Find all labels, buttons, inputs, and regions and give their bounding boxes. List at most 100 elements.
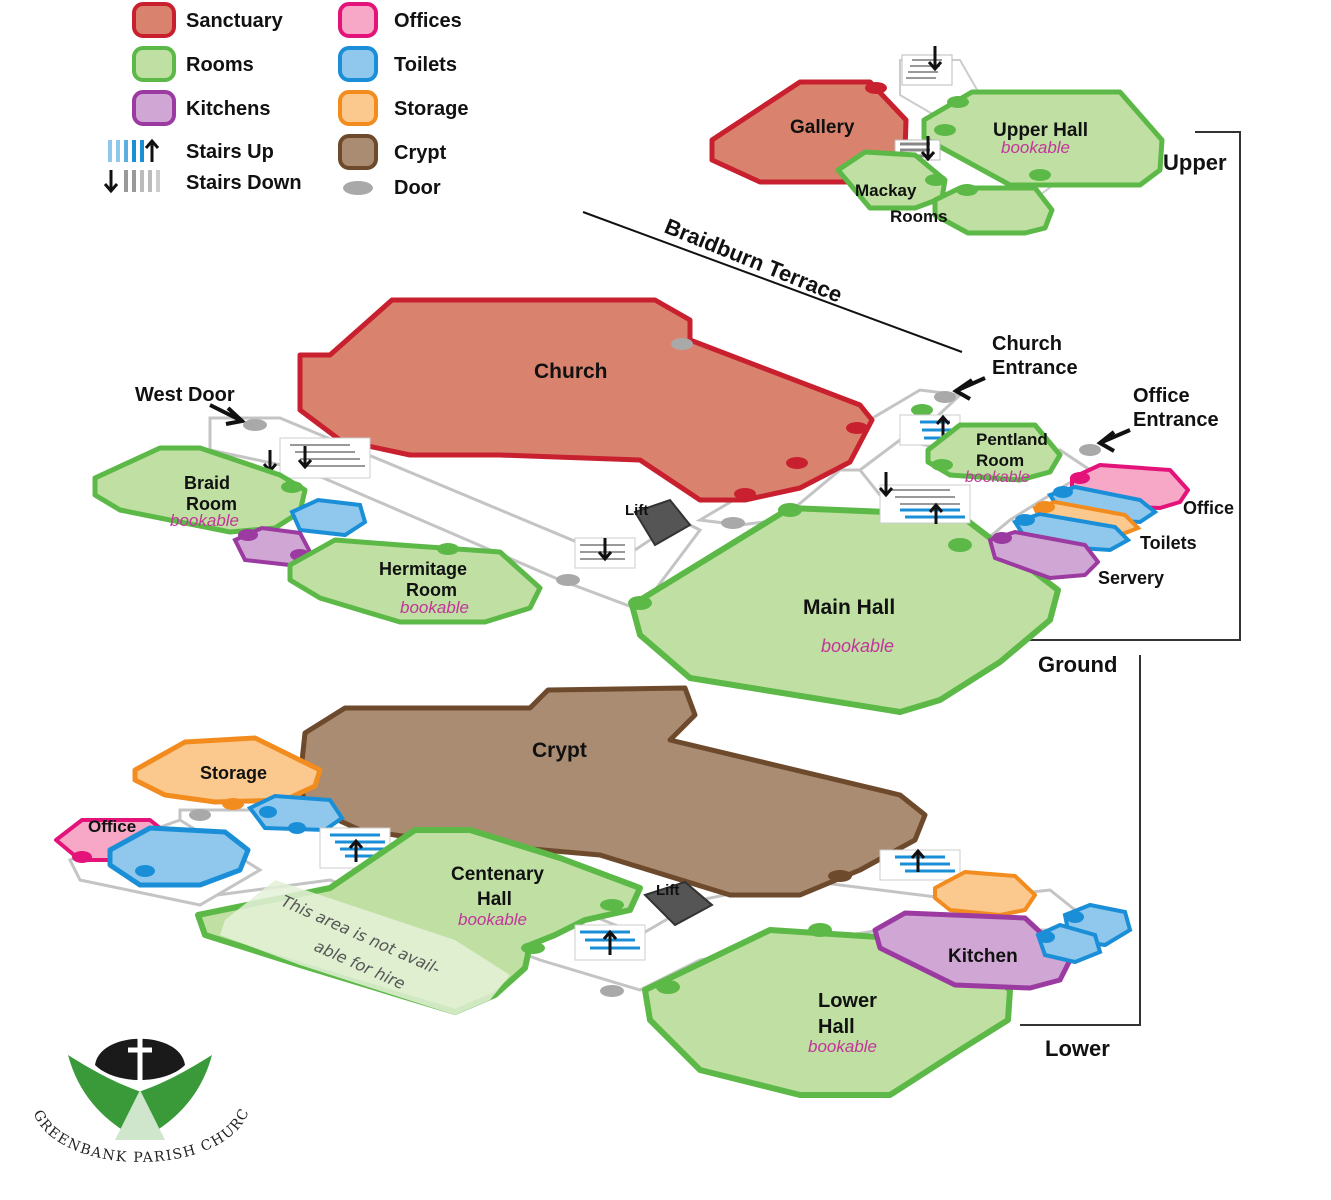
door	[956, 184, 978, 196]
upper-hall-room[interactable]	[921, 89, 1165, 188]
servery-room[interactable]	[988, 530, 1100, 580]
legend-label-crypt: Crypt	[394, 142, 447, 164]
legend: Sanctuary Rooms Kitchens Stairs Up Stair…	[103, 2, 468, 199]
door	[437, 543, 459, 555]
upper-hall-label: Upper Hall	[993, 120, 1088, 141]
toilet-block-west	[289, 497, 368, 538]
centenary-bookable: bookable	[458, 910, 527, 929]
kitchen-label-lower: Kitchen	[948, 946, 1018, 967]
door	[934, 391, 956, 403]
logo-light-rays	[115, 1090, 165, 1140]
toilet-block-lower-west	[246, 793, 345, 833]
stairs-up-lower-east	[879, 848, 961, 881]
legend-label-rooms: Rooms	[186, 54, 254, 76]
door	[778, 503, 802, 517]
legend-label-kitchens: Kitchens	[186, 98, 270, 120]
arrow-icon	[209, 403, 247, 426]
door	[1079, 444, 1101, 456]
door	[828, 870, 852, 882]
lower-hall-bookable: bookable	[808, 1037, 877, 1056]
not-for-hire-area	[220, 880, 510, 1015]
arrow-icon	[952, 376, 986, 401]
legend-swatch-rooms	[132, 46, 176, 82]
legend-swatch-toilets	[338, 46, 378, 82]
door	[72, 851, 92, 863]
level-brackets	[1020, 131, 1241, 1026]
door	[734, 488, 756, 500]
door	[656, 980, 680, 994]
centenary-label-2: Hall	[477, 889, 512, 910]
door	[1066, 911, 1084, 923]
stairs-down-icon	[103, 170, 160, 194]
office-label-lower: Office	[88, 817, 136, 836]
door	[600, 985, 624, 997]
stairs-down-east	[878, 472, 971, 524]
storage-label-lower: Storage	[200, 763, 267, 783]
cross-icon	[128, 1037, 152, 1080]
door	[846, 422, 868, 434]
storage-room-lower-east[interactable]	[933, 870, 1037, 917]
stairs-down-mid	[574, 537, 636, 569]
legend-swatch-storage	[338, 90, 378, 126]
door	[288, 822, 306, 834]
door	[259, 806, 277, 818]
lower-hall-label-2: Hall	[818, 1016, 855, 1038]
pentland-label-1: Pentland	[976, 430, 1048, 449]
door	[1070, 472, 1090, 484]
servery-label: Servery	[1098, 568, 1164, 588]
door	[925, 174, 947, 186]
door	[865, 82, 887, 94]
door	[1015, 514, 1035, 526]
upper-hall-bookable: bookable	[1001, 138, 1070, 157]
door	[600, 899, 624, 911]
lift-shaft-lower	[643, 880, 714, 927]
main-hall-label: Main Hall	[803, 596, 895, 619]
door	[1037, 931, 1055, 943]
legend-label-sanctuary: Sanctuary	[186, 10, 284, 32]
stairs-down-west	[262, 437, 371, 479]
level-label-lower: Lower	[1045, 1036, 1110, 1061]
lower-level: Crypt Storage Office Centenary Hall book…	[54, 685, 1133, 1098]
mackay-room-1[interactable]	[835, 149, 948, 211]
braid-bookable: bookable	[170, 511, 239, 530]
office-entrance-label-1: Office	[1133, 385, 1190, 407]
office-entrance-label-2: Entrance	[1133, 409, 1219, 431]
legend-swatch-kitchens	[132, 90, 176, 126]
toilet-room-lower[interactable]	[107, 825, 251, 888]
lower-hall-label-1: Lower	[818, 990, 877, 1012]
hermitage-room[interactable]	[287, 537, 543, 625]
storage-room-lower[interactable]	[132, 735, 323, 805]
hermitage-label-1: Hermitage	[379, 559, 467, 579]
door	[948, 538, 972, 552]
door	[628, 596, 652, 610]
level-label-ground: Ground	[1038, 652, 1117, 677]
church-entrance-label-1: Church	[992, 333, 1062, 355]
pentland-bookable: bookable	[965, 469, 1030, 486]
church-sanctuary[interactable]	[297, 297, 875, 503]
church-label: Church	[534, 360, 608, 383]
hermitage-bookable: bookable	[400, 598, 469, 617]
lift-label-ground: Lift	[625, 502, 648, 519]
legend-label-door: Door	[394, 177, 441, 199]
door	[671, 338, 693, 350]
legend-label-stairs-up: Stairs Up	[186, 141, 274, 163]
lift-label-lower: Lift	[656, 882, 679, 899]
mackay-label-2: Rooms	[890, 207, 948, 226]
legend-label-storage: Storage	[394, 98, 468, 120]
stairs-down-upper	[901, 46, 953, 86]
street-label: Braidburn Terrace	[661, 213, 846, 307]
hermitage-label-2: Room	[406, 580, 457, 600]
door	[1035, 501, 1055, 513]
crypt-label: Crypt	[532, 739, 587, 762]
office-label-ground: Office	[1183, 498, 1234, 518]
kitchen-room-lower[interactable]	[872, 910, 1073, 991]
door	[222, 798, 244, 810]
door	[786, 457, 808, 469]
gallery-label: Gallery	[790, 117, 855, 138]
mackay-room-2[interactable]	[932, 185, 1055, 236]
upper-level: Gallery Upper Hall bookable Mackay Rooms	[709, 46, 1165, 236]
braid-label-1: Braid	[184, 473, 230, 493]
main-hall-bookable: bookable	[821, 636, 894, 656]
legend-swatch-sanctuary	[132, 2, 176, 38]
legend-swatch-offices	[338, 2, 378, 38]
